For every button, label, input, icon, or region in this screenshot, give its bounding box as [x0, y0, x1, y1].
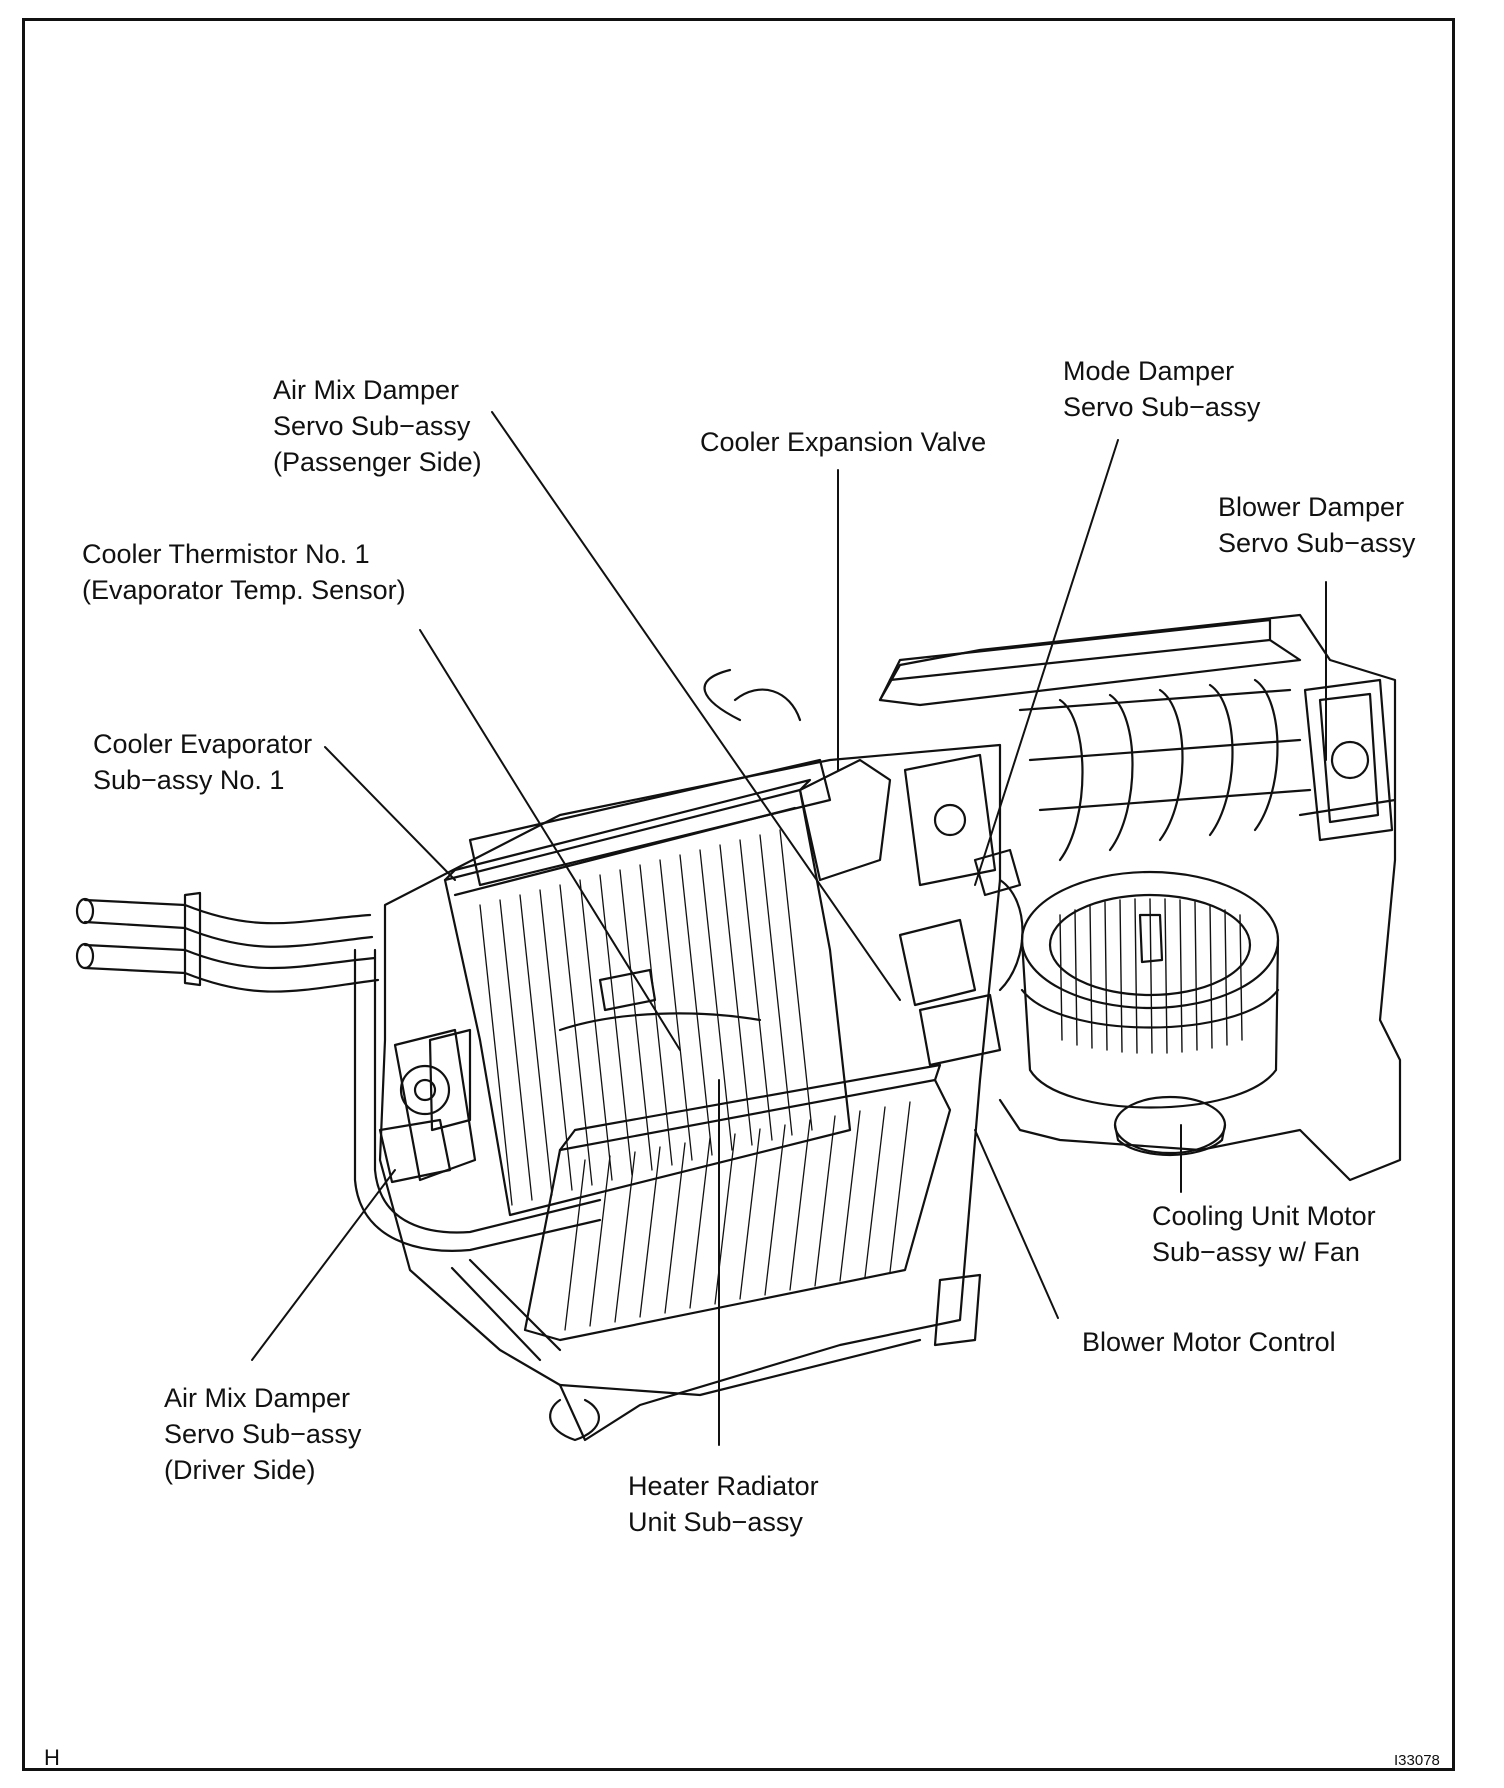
leader-air-mix-passenger: [491, 411, 901, 1001]
expansion-valve-block: [798, 758, 1002, 1067]
leader-cooler-evaporator: [324, 746, 456, 881]
blower-case: [878, 613, 1402, 1182]
air-mix-servo-driver: [378, 1028, 477, 1184]
label-cooler-expansion-valve: Cooler Expansion Valve: [700, 427, 987, 457]
leader-lines: [251, 411, 1327, 1446]
pipes: [75, 668, 802, 1362]
leader-mode-damper: [974, 439, 1119, 886]
heater-radiator: [523, 1063, 952, 1342]
leader-blower-motor-control: [974, 1129, 1059, 1319]
blower-fan: [1020, 870, 1280, 1156]
label-blower-motor-control: Blower Motor Control: [1082, 1327, 1336, 1357]
label-air-mix-damper-driver: Air Mix Damper Servo Sub−assy (Driver Si…: [164, 1383, 362, 1485]
label-air-mix-damper-passenger: Air Mix Damper Servo Sub−assy (Passenger…: [273, 375, 482, 477]
label-heater-radiator: Heater Radiator Unit Sub−assy: [628, 1471, 819, 1537]
label-mode-damper: Mode Damper Servo Sub−assy: [1063, 356, 1261, 422]
label-cooler-evaporator: Cooler Evaporator Sub−assy No. 1: [93, 729, 313, 795]
figure-code: I33078: [1394, 1752, 1440, 1769]
figure-frame: [22, 18, 1455, 1771]
unit-housing: [378, 743, 1024, 1442]
label-blower-damper: Blower Damper Servo Sub−assy: [1218, 492, 1416, 558]
blower-damper-servo: [1303, 678, 1394, 842]
label-cooler-thermistor: Cooler Thermistor No. 1 (Evaporator Temp…: [82, 539, 406, 605]
corner-letter: H: [44, 1745, 60, 1770]
leader-cooler-thermistor: [419, 629, 681, 1051]
leader-air-mix-driver: [251, 1169, 396, 1361]
mode-damper-servo: [903, 753, 1022, 897]
label-cooling-unit-motor: Cooling Unit Motor Sub−assy w/ Fan: [1152, 1201, 1376, 1267]
